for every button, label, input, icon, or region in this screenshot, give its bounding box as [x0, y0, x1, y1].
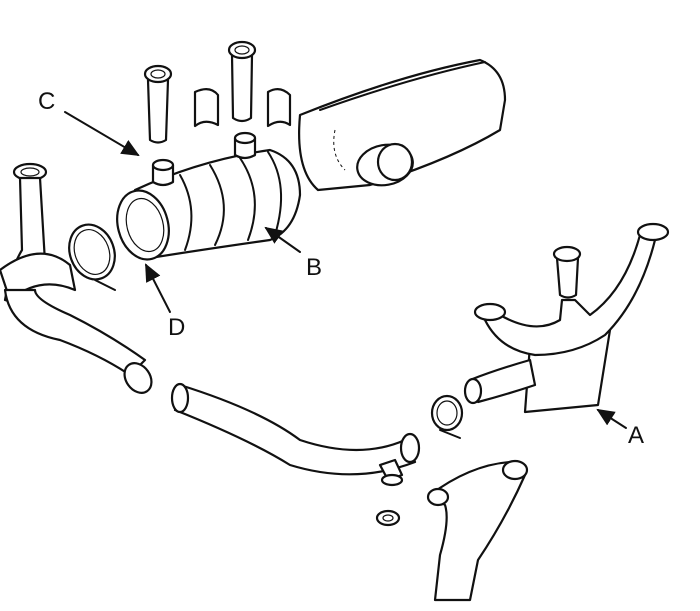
label-a: A	[628, 422, 645, 449]
upper-short-pipes	[143, 40, 292, 144]
arrow-d	[145, 263, 171, 313]
clamp-d	[68, 223, 116, 291]
left-riser-pipe	[0, 162, 153, 394]
tailpipe	[426, 459, 529, 602]
y-manifold-a	[463, 222, 670, 414]
clamp-lower	[430, 394, 464, 439]
middle-pipe	[170, 382, 421, 527]
silencer-b	[116, 131, 302, 261]
arrow-c	[64, 111, 140, 157]
arrow-a	[596, 408, 627, 429]
heat-shield	[298, 58, 507, 192]
label-d: D	[168, 314, 186, 341]
label-b: B	[306, 254, 323, 281]
arrow-b	[264, 226, 301, 253]
label-c: C	[38, 88, 56, 115]
